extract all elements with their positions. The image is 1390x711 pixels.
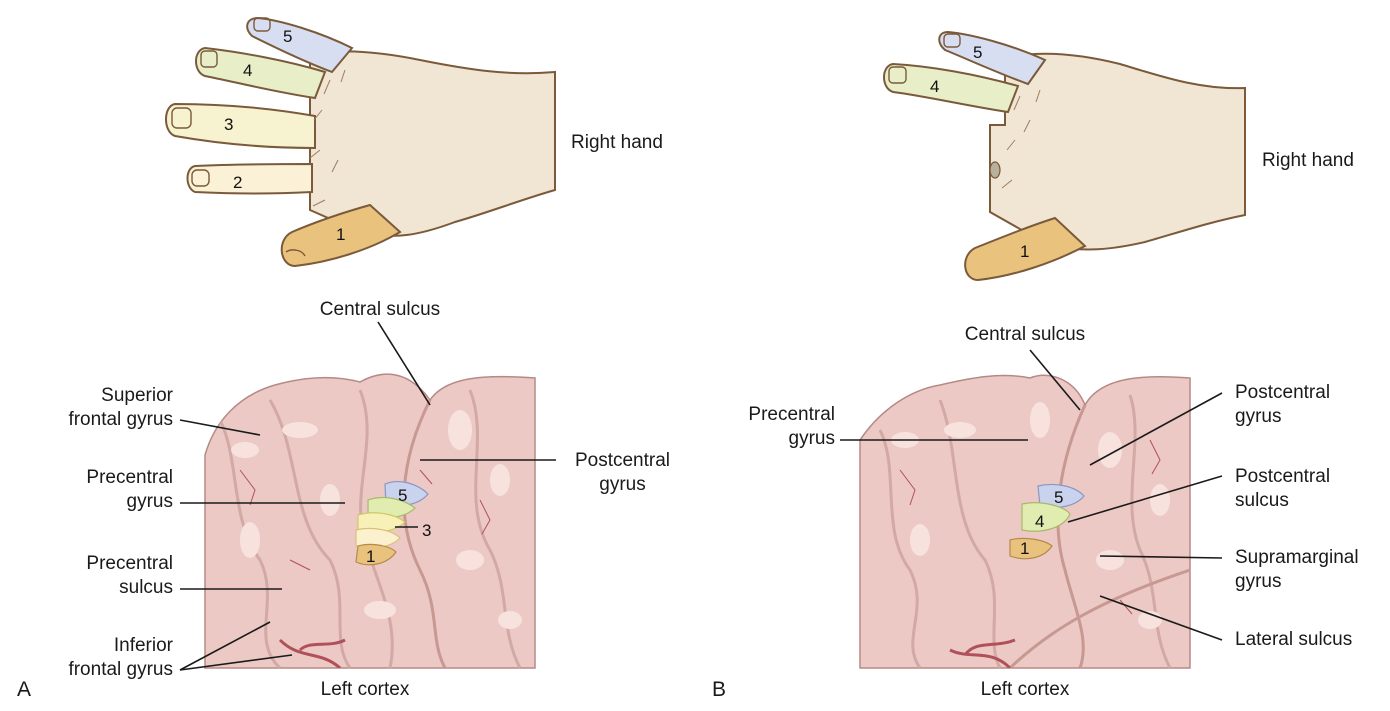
hand-a-digit-1: 1 <box>336 225 345 244</box>
nail-5-a <box>253 17 271 32</box>
a-central-sulcus-label: Central sulcus <box>319 299 441 320</box>
nail-1-a <box>285 249 306 257</box>
b-precentral-gyrus-label: Precentral gyrus <box>700 403 835 451</box>
map-a-digit-1 <box>355 543 397 566</box>
a-precentral-gyrus-label: Precentral gyrus <box>20 466 173 514</box>
b-postcentral-sulcus-line2: sulcus <box>1235 490 1289 511</box>
palm-a <box>309 50 556 237</box>
a-inferior-frontal-label: Inferior frontal gyrus <box>20 634 173 682</box>
thumb-a <box>280 203 402 268</box>
panel-b-letter: B <box>712 678 727 701</box>
hand-b-digit-5: 5 <box>973 43 982 62</box>
b-supramarginal-label: Supramarginal gyrus <box>1235 546 1359 594</box>
leader-b-supramarginal <box>1099 555 1223 559</box>
cortex-a: 5 3 1 <box>204 373 536 669</box>
skin-creases-b <box>1001 89 1041 189</box>
b-supramarginal-line2: gyrus <box>1235 571 1282 592</box>
leader-a-central-sulcus <box>377 321 431 406</box>
a-precentral-gyrus-line2: gyrus <box>126 491 173 512</box>
b-postcentral-sulcus-line1: Postcentral <box>1235 466 1331 487</box>
map-a-label-1: 1 <box>366 547 375 566</box>
b-postcentral-gyrus-line1: Postcentral <box>1235 382 1331 403</box>
hand-b-label: Right hand <box>1262 150 1354 171</box>
panel-a-letter: A <box>17 678 32 701</box>
hand-b-digit-1: 1 <box>1020 242 1029 261</box>
stump-b <box>989 161 1001 179</box>
leader-b-postcentral-sulcus <box>1067 475 1223 523</box>
nail-4-b <box>888 66 907 84</box>
leader-b-lateral-sulcus <box>1099 595 1223 641</box>
a-superior-frontal-line1: Superior <box>101 385 173 406</box>
hand-a-digit-3: 3 <box>224 115 233 134</box>
skin-creases-a <box>309 69 346 207</box>
leader-a-superior-frontal <box>179 419 261 436</box>
b-postcentral-sulcus-label: Postcentral sulcus <box>1235 465 1330 513</box>
vessel-a <box>278 638 346 668</box>
b-central-sulcus-label: Central sulcus <box>964 324 1086 345</box>
a-precentral-sulcus-label: Precentral sulcus <box>20 552 173 600</box>
palm-b <box>989 52 1246 251</box>
leader-lines <box>179 321 1223 671</box>
map-a-label-5: 5 <box>398 486 407 505</box>
hand-a-digit-2: 2 <box>233 173 242 192</box>
leader-a-inferior-frontal-2 <box>179 654 293 671</box>
a-superior-frontal-line2: frontal gyrus <box>68 409 173 430</box>
nail-4-a <box>200 50 218 68</box>
leader-b-postcentral-gyrus <box>1089 392 1223 466</box>
map-a-label-3: 3 <box>422 521 431 540</box>
b-postcentral-gyrus-label: Postcentral gyrus <box>1235 381 1330 429</box>
small-vessels-b <box>899 439 1161 615</box>
a-precentral-sulcus-line1: Precentral <box>86 553 173 574</box>
hand-a-label: Right hand <box>571 132 663 153</box>
finger-5-a <box>246 16 354 74</box>
hand-a: 5 4 3 2 1 <box>165 16 556 268</box>
nail-3-a <box>171 107 192 129</box>
map-b-label-1: 1 <box>1020 539 1029 558</box>
finger-3-a <box>165 102 316 150</box>
a-postcentral-gyrus-line2: gyrus <box>599 474 646 495</box>
hand-b-digit-4: 4 <box>930 77 939 96</box>
map-b-digit-1 <box>1009 537 1053 560</box>
thumb-b <box>964 216 1087 282</box>
leader-a-inferior-frontal-1 <box>179 621 271 671</box>
finger-5-b <box>938 30 1047 86</box>
a-cortex-label: Left cortex <box>320 679 410 700</box>
b-cortex-label: Left cortex <box>980 679 1070 700</box>
b-lateral-sulcus-label: Lateral sulcus <box>1235 629 1353 650</box>
b-supramarginal-line1: Supramarginal <box>1235 547 1359 568</box>
nail-5-b <box>943 33 961 48</box>
leader-b-central-sulcus <box>1029 349 1081 411</box>
a-postcentral-gyrus-label: Postcentral gyrus <box>550 449 695 497</box>
a-inferior-frontal-line1: Inferior <box>113 635 173 656</box>
b-precentral-gyrus-line1: Precentral <box>748 404 835 425</box>
map-b-digit-4 <box>1021 502 1071 532</box>
hand-a-digit-5: 5 <box>283 27 292 46</box>
cortex-b: 5 4 1 <box>859 374 1191 669</box>
finger-4-a <box>195 46 327 100</box>
a-precentral-sulcus-line2: sulcus <box>119 577 173 598</box>
hand-a-digit-4: 4 <box>243 61 252 80</box>
small-vessels-a <box>239 469 491 571</box>
a-superior-frontal-label: Superior frontal gyrus <box>20 384 173 432</box>
finger-4-b <box>883 62 1020 114</box>
nail-2-a <box>191 169 210 187</box>
finger-2-a <box>186 162 313 195</box>
gyri-pattern-a <box>218 389 522 668</box>
map-b-label-5: 5 <box>1054 488 1063 507</box>
a-postcentral-gyrus-line1: Postcentral <box>574 450 671 471</box>
vessel-b <box>949 638 1016 668</box>
b-postcentral-gyrus-line2: gyrus <box>1235 406 1282 427</box>
b-precentral-gyrus-line2: gyrus <box>788 428 835 449</box>
map-b-label-4: 4 <box>1035 512 1044 531</box>
hand-b: 5 4 1 <box>883 30 1246 282</box>
a-precentral-gyrus-line1: Precentral <box>86 467 173 488</box>
a-inferior-frontal-line2: frontal gyrus <box>68 659 173 680</box>
